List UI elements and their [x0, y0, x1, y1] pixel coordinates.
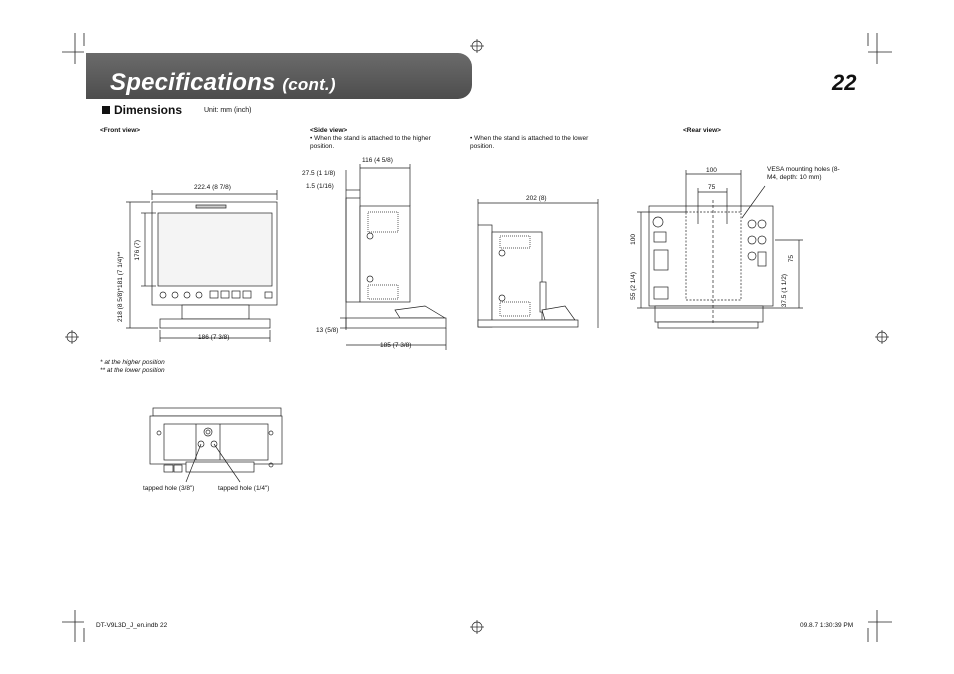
front-base-dim: 186 (7 3/8): [198, 334, 230, 341]
side-offset-top-dim: 27.5 (1 1/8): [302, 170, 336, 177]
side-base-depth-dim: 185 (7 3/8): [380, 342, 412, 349]
rear-offset-right-dim: 37.5 (1 1/2): [781, 274, 788, 308]
note-lower: ** at the lower position: [100, 367, 165, 374]
bottom-view-drawing: [149, 407, 283, 483]
side-foot-height-dim: 13 (5/8): [316, 327, 339, 334]
footer-file: DT-V9L3D_J_en.indb 22: [96, 622, 168, 629]
front-width-dim: 222.4 (8 7/8): [194, 184, 231, 191]
page-title: Specifications (cont.): [110, 69, 336, 96]
side-view-label: <Side view>: [310, 127, 348, 134]
rear-width-outer-dim: 100: [706, 167, 717, 174]
front-view-drawing: [126, 190, 278, 342]
page-number: 22: [832, 70, 857, 95]
side-depth-dim: 116 (4 5/8): [362, 157, 393, 164]
note-higher: * at the higher position: [100, 359, 165, 366]
side-offset-small-dim: 1.5 (1/16): [306, 183, 334, 190]
rear-view-drawing: [637, 170, 803, 329]
section-heading: Dimensions: [102, 103, 182, 117]
tapped-hole-small-label: tapped hole (1/4"): [218, 485, 270, 492]
side-view-note: • When the stand is attached to the high…: [310, 135, 431, 150]
rear-offset-left-dim: 55 (2 1/4): [630, 272, 637, 300]
side-view-drawing: [340, 164, 447, 350]
rear-view-label: <Rear view>: [683, 127, 721, 134]
title-banner: [86, 53, 472, 99]
side-lower-note: • When the stand is attached to the lowe…: [470, 135, 589, 150]
front-inner-height-dim: 176 (7): [134, 240, 141, 261]
front-outer-height-dim: 218 (8 5/8)*181 (7 1/4)**: [117, 251, 124, 322]
registration-targets: [65, 39, 889, 634]
front-view-label: <Front view>: [100, 127, 141, 134]
unit-note: Unit: mm (inch): [204, 107, 252, 114]
footer-timestamp: 09.8.7 1:30:39 PM: [800, 622, 854, 629]
square-bullet-icon: [102, 106, 110, 114]
rear-width-inner-dim: 75: [708, 184, 716, 191]
rear-height-left-dim: 100: [630, 234, 637, 245]
rear-height-right-dim: 75: [788, 255, 795, 263]
side-view-lower-drawing: [477, 199, 599, 328]
side-lower-depth-dim: 202 (8): [526, 195, 547, 202]
vesa-note: VESA mounting holes (8-M4, depth: 10 mm): [767, 166, 840, 181]
tapped-hole-large-label: tapped hole (3/8"): [143, 485, 195, 492]
